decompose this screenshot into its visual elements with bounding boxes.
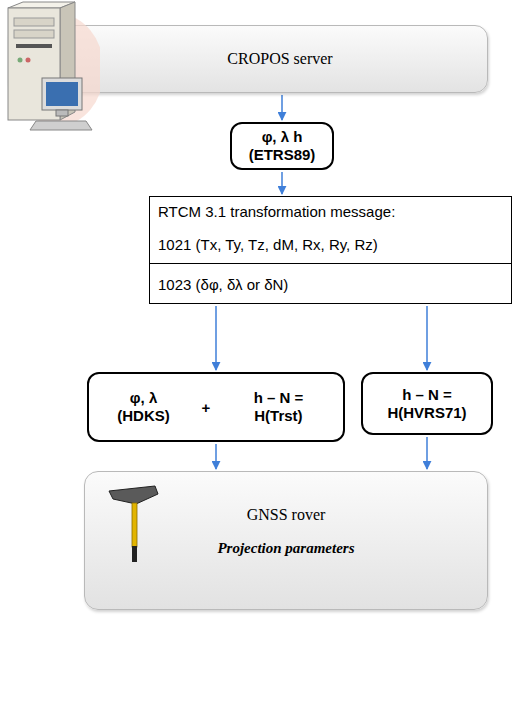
server-box: CROPOS server (8, 25, 488, 93)
message-code: 1023 (δφ, δλ or δN) (150, 263, 511, 303)
coordinate-box: φ, λ (HDKS) + h – N = H(Trst) (87, 372, 345, 442)
flow-arrow (281, 95, 283, 120)
message-title: RTCM 3.1 transformation message: (150, 203, 511, 220)
server-title: CROPOS server (227, 50, 332, 68)
rover-subtitle: Projection parameters (217, 540, 354, 557)
message-code: 1021 (Tx, Ty, Tz, dM, Rx, Ry, Rz) (150, 236, 511, 263)
flow-arrow (281, 172, 283, 194)
coordinate-text: φ, λ (HDKS) (113, 389, 175, 425)
server-icon (0, 0, 100, 135)
rover-title: GNSS rover (247, 506, 326, 524)
gnss-antenna-icon (105, 482, 165, 567)
coordinate-text: φ, λ h (ETRS89) (242, 128, 322, 164)
height-formula: h – N = H(Trst) (237, 389, 319, 425)
coordinate-box: φ, λ h (ETRS89) (230, 122, 334, 170)
rover-box: GNSS roverProjection parameters (84, 471, 488, 610)
height-formula: h – N = H(HVRS71) (377, 386, 477, 422)
flow-arrow (426, 306, 428, 370)
message-box: RTCM 3.1 transformation message: 1021 (Tx… (149, 196, 512, 304)
coordinate-box: h – N = H(HVRS71) (361, 372, 493, 435)
plus-sign: + (202, 399, 211, 416)
flow-arrow (426, 437, 428, 469)
flow-arrow (215, 306, 217, 370)
flow-arrow (215, 444, 217, 469)
